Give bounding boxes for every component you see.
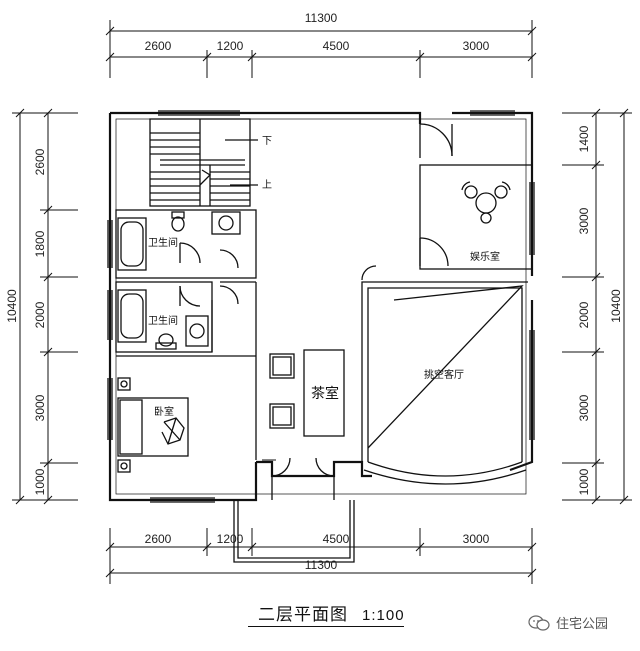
drawing-scale: 1:100 <box>362 607 405 624</box>
dim-bottom-seg-1: 2600 <box>145 532 172 546</box>
dim-left-total: 10400 <box>5 289 19 323</box>
drawing-title: 二层平面图 1:100 <box>258 600 405 625</box>
watermark-text: 住宅公园 <box>556 617 609 632</box>
dim-right-seg-5: 1000 <box>577 468 591 495</box>
dim-bottom-seg-2: 1200 <box>217 532 244 546</box>
dim-left-seg-1: 2600 <box>33 148 47 175</box>
dim-top-seg-1: 2600 <box>145 39 172 53</box>
entertainment-label: 娱乐室 <box>470 250 500 263</box>
stair-down-label: 下 <box>262 136 272 147</box>
dim-top-total: 11300 <box>305 11 338 25</box>
bedroom-label: 卧室 <box>154 405 174 418</box>
dim-right-seg-2: 3000 <box>577 207 591 234</box>
dim-top-seg-3: 4500 <box>323 39 350 53</box>
watermark: 住宅公园 <box>528 613 608 632</box>
dim-right-seg-4: 3000 <box>577 394 591 421</box>
dim-left-seg-4: 3000 <box>33 394 47 421</box>
dim-left-seg-5: 1000 <box>33 468 47 495</box>
tea-room-label: 茶室 <box>311 385 339 402</box>
dim-bottom-seg-3: 4500 <box>323 532 350 546</box>
wechat-icon <box>528 614 550 631</box>
bath1-label: 卫生间 <box>148 236 178 249</box>
dim-right-seg-3: 2000 <box>577 301 591 328</box>
dim-left-seg-3: 2000 <box>33 301 47 328</box>
dim-right-total: 10400 <box>609 289 623 323</box>
title-underline <box>248 626 404 627</box>
dim-left-seg-2: 1800 <box>33 230 47 257</box>
void-living-label: 挑空客厅 <box>424 368 464 381</box>
bath2-label: 卫生间 <box>148 314 178 327</box>
dim-top-seg-4: 3000 <box>463 39 490 53</box>
dim-bottom-seg-4: 3000 <box>463 532 490 546</box>
dim-bottom-total: 11300 <box>305 558 338 572</box>
stair-up-label: 上 <box>262 179 272 191</box>
drawing-title-name: 二层平面图 <box>258 605 348 625</box>
dim-top-seg-2: 1200 <box>217 39 244 53</box>
dim-right-seg-1: 1400 <box>577 125 591 152</box>
